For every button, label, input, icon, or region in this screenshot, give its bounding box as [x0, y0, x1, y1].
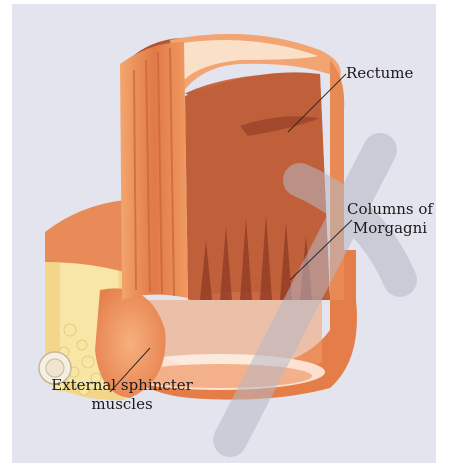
columns-of-morgagni-label: Columns of Morgagni [340, 200, 440, 238]
external-label-line2: muscles [22, 395, 222, 414]
rectume-label-text: Rectume [346, 64, 413, 82]
rectume-label: Rectume [346, 64, 413, 83]
columns-label-line2: Morgagni [340, 219, 440, 238]
external-label-line1: External sphincter [22, 376, 222, 395]
external-sphincter-label: External sphincter muscles [22, 376, 222, 414]
columns-label-line1: Columns of [340, 200, 440, 219]
